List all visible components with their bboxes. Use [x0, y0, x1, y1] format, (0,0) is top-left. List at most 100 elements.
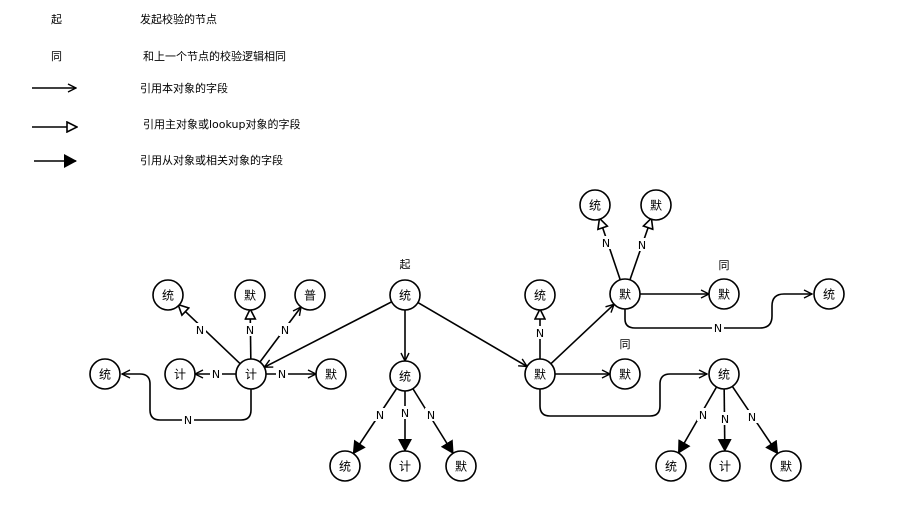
node-c1_far_tong: 统 — [89, 358, 121, 390]
node-label: 统 — [399, 289, 411, 303]
node-label: 默 — [619, 367, 631, 382]
node-c1_tong: 统 — [152, 279, 184, 311]
node-circle — [524, 279, 556, 311]
node-c3_same: 默 — [609, 358, 641, 390]
edge-label-n: N — [748, 411, 756, 424]
legend-arrow-master-desc: 引用主对象或lookup对象的字段 — [143, 118, 301, 131]
node-circle — [315, 358, 347, 390]
edge-label-bg — [697, 408, 709, 421]
edge-label-n: N — [699, 409, 707, 422]
node-tag: 同 — [620, 338, 631, 351]
edge-label-bg — [210, 367, 222, 380]
node-circle — [389, 360, 421, 392]
edge-label-bg — [276, 367, 288, 380]
edge-label-n: N — [427, 409, 435, 422]
node-c1_mo: 默 — [234, 279, 266, 311]
edge-label-bg — [425, 408, 437, 421]
edge-label-bg — [636, 238, 648, 251]
node-label: 统 — [718, 368, 730, 382]
node-circle — [234, 279, 266, 311]
node-c3_top_same: 默 — [708, 278, 740, 310]
edge-label-bg — [194, 323, 206, 336]
node-circle — [329, 450, 361, 482]
edge-label-n: N — [281, 324, 289, 337]
edge-label-bg — [534, 326, 546, 339]
node-c1_ji: 计 — [164, 358, 196, 390]
edge-start-to-c3 — [417, 301, 527, 367]
node-label: 统 — [99, 368, 111, 382]
edge-label-n: N — [714, 322, 722, 335]
node-c3_top_mo: 默 — [640, 189, 672, 221]
edge-c3-to-c3_top — [550, 304, 614, 365]
node-c3_up_tong: 统 — [524, 279, 556, 311]
edge-label-n: N — [278, 368, 286, 381]
edge-label-bg — [279, 323, 291, 336]
node-c3_top_far_tong: 统 — [813, 278, 845, 310]
node-circle — [235, 358, 267, 390]
node-label: 计 — [399, 460, 411, 474]
node-c1: 计 — [235, 358, 267, 390]
node-c3_top: 默 — [609, 278, 641, 310]
node-label: 默 — [718, 287, 730, 302]
edge-c3_top-to-c3_top_far_tong — [624, 294, 812, 329]
node-circle — [152, 279, 184, 311]
node-label: 计 — [174, 368, 186, 382]
node-tag: 同 — [719, 259, 730, 272]
node-label: 统 — [823, 288, 835, 302]
node-label: 默 — [650, 198, 662, 213]
node-circle — [640, 189, 672, 221]
node-tag: 起 — [400, 258, 411, 271]
node-circle — [294, 279, 326, 311]
edge-label-n: N — [536, 327, 544, 340]
edge-label-bg — [374, 408, 386, 421]
node-label: 计 — [719, 460, 731, 474]
node-c3_top_tong: 统 — [579, 189, 611, 221]
node-c1_right_mo: 默 — [315, 358, 347, 390]
node-circle — [389, 279, 421, 311]
legend-same-desc: 和上一个节点的校验逻辑相同 — [143, 50, 286, 63]
edge-label-n: N — [212, 368, 220, 381]
node-c1_pu: 普 — [294, 279, 326, 311]
node-circle — [164, 358, 196, 390]
edge-label-n: N — [401, 407, 409, 420]
edge-label-bg — [719, 412, 731, 425]
node-c2_mo: 默 — [445, 450, 477, 482]
node-label: 默 — [534, 367, 546, 382]
node-circle — [813, 278, 845, 310]
edge-label-n: N — [638, 239, 646, 252]
node-c4_mo: 默 — [770, 450, 802, 482]
node-circle — [655, 450, 687, 482]
node-circle — [445, 450, 477, 482]
node-label: 统 — [665, 460, 677, 474]
node-circle — [708, 278, 740, 310]
edge-c1-to-c1_far_tong — [122, 374, 252, 421]
edge-label-bg — [600, 236, 612, 249]
node-label: 默 — [325, 367, 337, 382]
node-c4: 统 — [708, 358, 740, 390]
edge-label-bg — [399, 406, 411, 419]
node-start: 统 — [389, 279, 421, 311]
node-circle — [709, 450, 741, 482]
node-circle — [708, 358, 740, 390]
node-circle — [89, 358, 121, 390]
node-label: 统 — [339, 460, 351, 474]
edge-c3-to-c4 — [539, 374, 707, 417]
node-circle — [524, 358, 556, 390]
edge-label-bg — [712, 321, 724, 334]
node-circle — [389, 450, 421, 482]
node-circle — [579, 189, 611, 221]
edge-label-n: N — [721, 413, 729, 426]
node-label: 计 — [245, 368, 257, 382]
node-label: 默 — [244, 288, 256, 303]
node-circle — [609, 358, 641, 390]
node-label: 统 — [162, 289, 174, 303]
node-label: 默 — [455, 459, 467, 474]
legend-arrow-self-desc: 引用本对象的字段 — [140, 82, 228, 95]
edge-label-n: N — [196, 324, 204, 337]
node-c2: 统 — [389, 360, 421, 392]
node-c4_ji: 计 — [709, 450, 741, 482]
node-c2_tong: 统 — [329, 450, 361, 482]
node-label: 统 — [534, 289, 546, 303]
edge-c3_top-to-c3_top_tong — [600, 219, 621, 281]
